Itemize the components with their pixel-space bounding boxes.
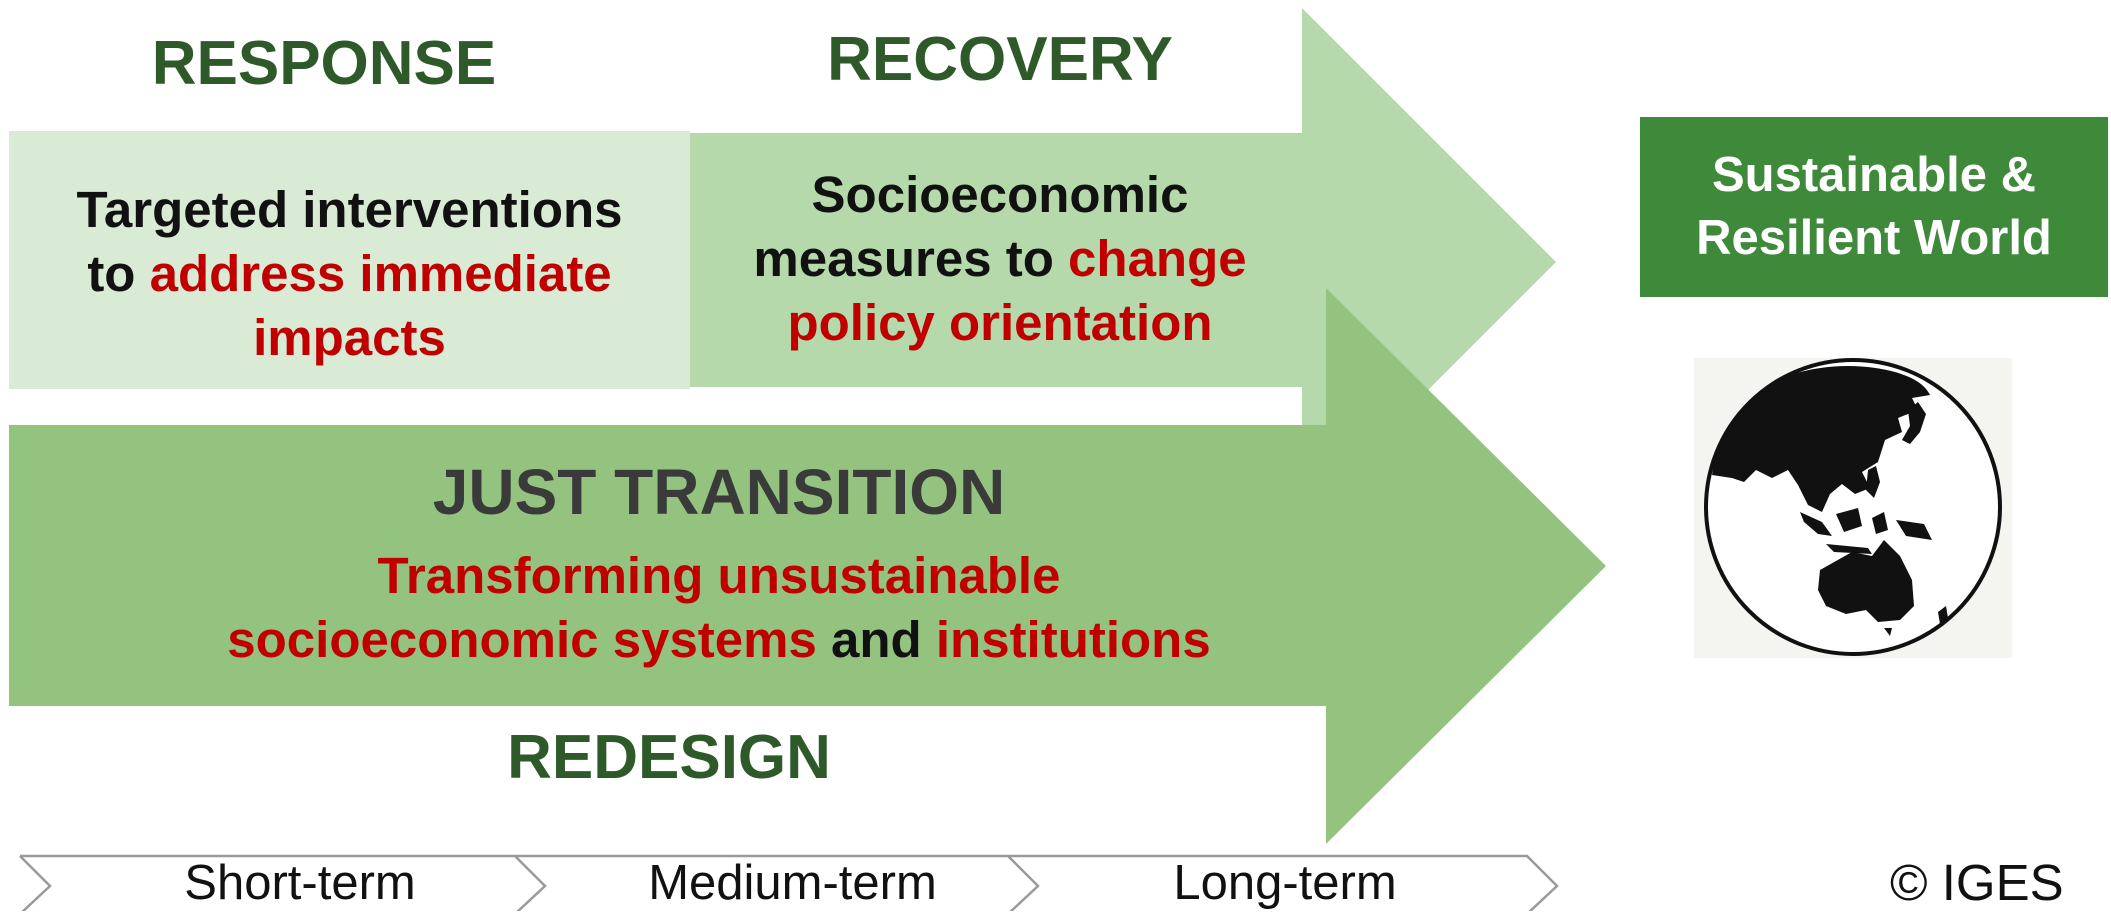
just-transition-arrow (9, 288, 1606, 844)
goal-line-1: Sustainable & (1711, 148, 2037, 202)
just-transition-line-1: Transforming unsustainable (377, 547, 1061, 604)
goal-box: Sustainable & Resilient World (1640, 117, 2108, 297)
timeline-label-long: Long-term (1173, 856, 1397, 910)
recovery-line-1: Socioeconomic (811, 166, 1189, 223)
recovery-title: RECOVERY (827, 25, 1173, 94)
just-transition-highlight-a: socioeconomic systems (227, 611, 817, 668)
just-transition-description: Transforming unsustainable socioeconomic… (9, 544, 1429, 672)
goal-line-2: Resilient World (1696, 211, 2052, 265)
recovery-line-2: measures to change (700, 227, 1300, 291)
response-line-2-prefix: to (87, 245, 150, 302)
redesign-title: REDESIGN (507, 723, 831, 792)
timeline-label-medium: Medium-term (648, 856, 937, 910)
globe-asia-pacific-icon (1694, 358, 2012, 658)
recovery-line-3: policy orientation (787, 294, 1213, 351)
response-line-2: to address immediate (9, 242, 690, 306)
recovery-description: Socioeconomic measures to change policy … (700, 163, 1300, 355)
response-description: Targeted interventions to address immedi… (9, 178, 690, 370)
response-highlight: address immediate (149, 245, 612, 302)
timeline-label-short: Short-term (184, 856, 416, 910)
response-title: RESPONSE (151, 29, 497, 98)
timeline-chevron-short (20, 854, 547, 911)
response-box (9, 131, 690, 389)
just-transition-line-2: socioeconomic systems and institutions (9, 608, 1429, 672)
just-transition-title: JUST TRANSITION (432, 456, 1006, 528)
recovery-highlight: change (1068, 230, 1247, 287)
timeline-chevron-medium (515, 854, 1040, 911)
just-transition-connector: and (816, 611, 936, 668)
response-line-1: Targeted interventions (76, 181, 623, 238)
just-transition-highlight-b: institutions (935, 611, 1211, 668)
copyright-notice: © IGES (1890, 854, 2064, 911)
timeline-chevron-long (1008, 854, 1559, 911)
recovery-line-2-prefix: measures to (753, 230, 1069, 287)
response-line-3: impacts (253, 309, 446, 366)
timeline-chevrons (19, 854, 1559, 911)
